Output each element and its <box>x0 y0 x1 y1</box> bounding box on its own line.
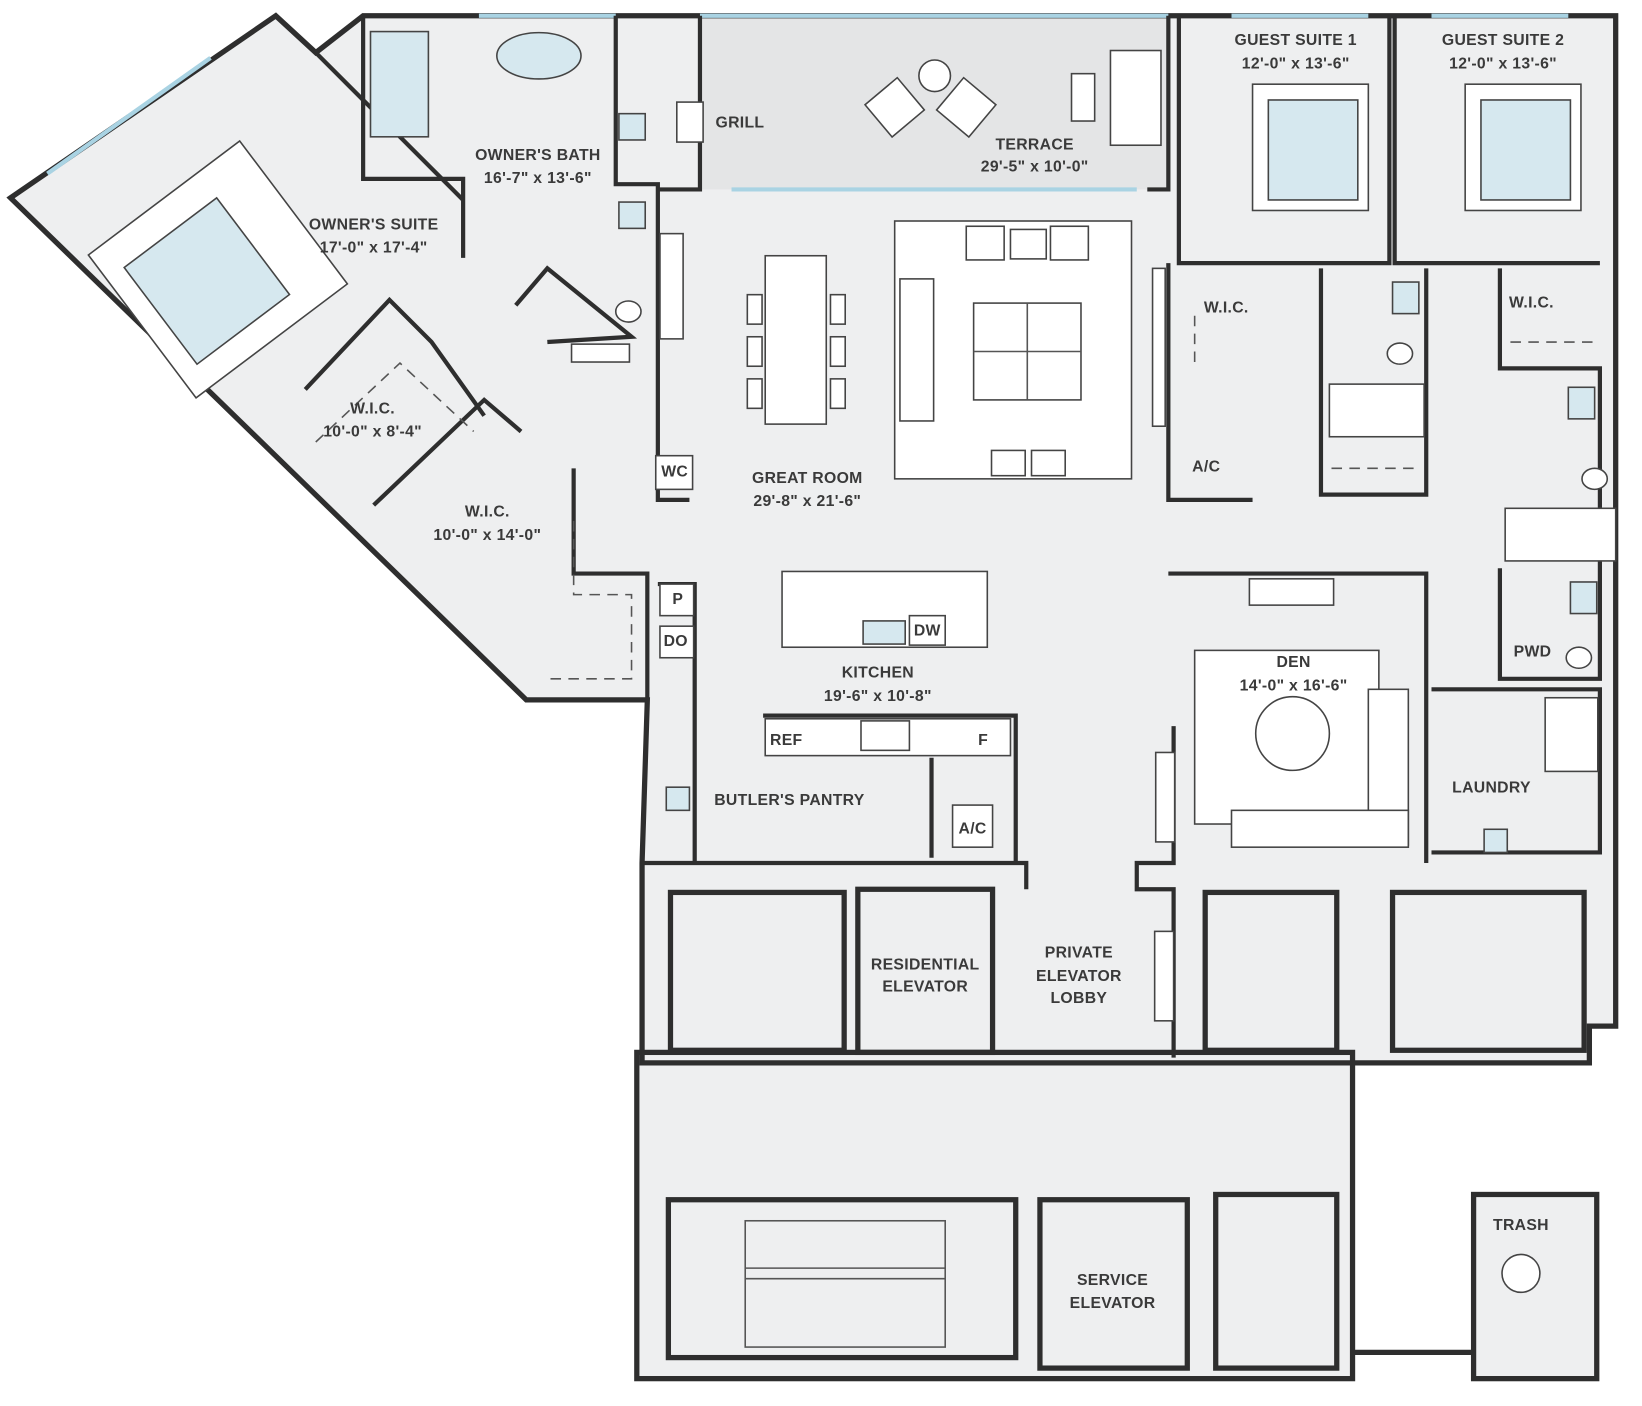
ref-label: REF <box>770 732 803 749</box>
trash-chute <box>1501 1253 1541 1294</box>
owners-suite-label: OWNER'S SUITE <box>309 216 439 233</box>
terrace-seating <box>863 49 1162 147</box>
guest-bed-2 <box>1464 83 1582 212</box>
wic-owner-1-dims: 10'-0" x 8'-4" <box>323 424 422 441</box>
guest-suite-1-label: GUEST SUITE 1 <box>1235 32 1357 49</box>
kitchen-dims: 19'-6" x 10'-8" <box>824 688 932 705</box>
wic-guest-2-label: W.I.C. <box>1509 294 1554 311</box>
trash-label: TRASH <box>1493 1217 1549 1234</box>
den-label: DEN <box>1276 654 1310 671</box>
den-dims: 14'-0" x 16'-6" <box>1240 677 1348 694</box>
laundry-label: LAUNDRY <box>1452 779 1531 796</box>
butlers-pantry-label: BUTLER'S PANTRY <box>714 792 865 809</box>
do-label: DO <box>664 633 688 650</box>
private-lobby-label-2: ELEVATOR <box>1036 968 1122 985</box>
dw-label: DW <box>914 623 941 640</box>
grill-label: GRILL <box>716 114 765 131</box>
service-elevator-label-1: SERVICE <box>1077 1272 1148 1289</box>
ac-pantry-label: A/C <box>959 820 987 837</box>
wic-owner-2-dims: 10'-0" x 14'-0" <box>433 527 541 544</box>
furniture <box>87 30 1617 1348</box>
wc-label: WC <box>661 464 688 481</box>
toilet-owner <box>614 300 642 323</box>
stair <box>744 1219 946 1348</box>
great-room-dims: 29'-8" x 21'-6" <box>753 493 861 510</box>
guest-suite-1-dims: 12'-0" x 13'-6" <box>1242 55 1350 72</box>
windows <box>46 13 1569 192</box>
wic-guest-1-label: W.I.C. <box>1204 300 1249 317</box>
private-lobby-label-1: PRIVATE <box>1045 945 1113 962</box>
room-labels: OWNER'S SUITE 17'-0" x 17'-4" OWNER'S BA… <box>309 32 1564 1312</box>
grill <box>676 101 704 143</box>
residential-elevator-label-1: RESIDENTIAL <box>871 956 980 973</box>
guest-suite-2-dims: 12'-0" x 13'-6" <box>1449 55 1557 72</box>
wic-owner-1-label: W.I.C. <box>350 401 395 418</box>
ac-guest-label: A/C <box>1192 458 1220 475</box>
bathtub <box>496 31 582 80</box>
owner-bed <box>87 139 349 399</box>
pantry-p-label: P <box>672 591 683 608</box>
terrace-dims: 29'-5" x 10'-0" <box>981 159 1089 176</box>
owners-bath-label: OWNER'S BATH <box>475 147 600 164</box>
core-rooms <box>665 886 1587 1371</box>
residential-elevator-label-2: ELEVATOR <box>882 978 968 995</box>
pwd-label: PWD <box>1514 644 1552 661</box>
kitchen-label: KITCHEN <box>842 665 914 682</box>
private-lobby-label-3: LOBBY <box>1050 990 1107 1007</box>
terrace-label: TERRACE <box>995 136 1073 153</box>
great-room-label: GREAT ROOM <box>752 470 863 487</box>
shower <box>369 30 430 138</box>
dining-table <box>746 254 846 425</box>
guest-suite-2-label: GUEST SUITE 2 <box>1442 32 1564 49</box>
owners-bath-dims: 16'-7" x 13'-6" <box>484 170 592 187</box>
owners-suite-dims: 17'-0" x 17'-4" <box>320 240 428 257</box>
wic-owner-2-label: W.I.C. <box>465 504 510 521</box>
guest-bed-1 <box>1251 83 1370 212</box>
closet-shelves <box>315 315 1595 680</box>
service-elevator-label-2: ELEVATOR <box>1070 1295 1156 1312</box>
freezer-label: F <box>978 732 988 749</box>
